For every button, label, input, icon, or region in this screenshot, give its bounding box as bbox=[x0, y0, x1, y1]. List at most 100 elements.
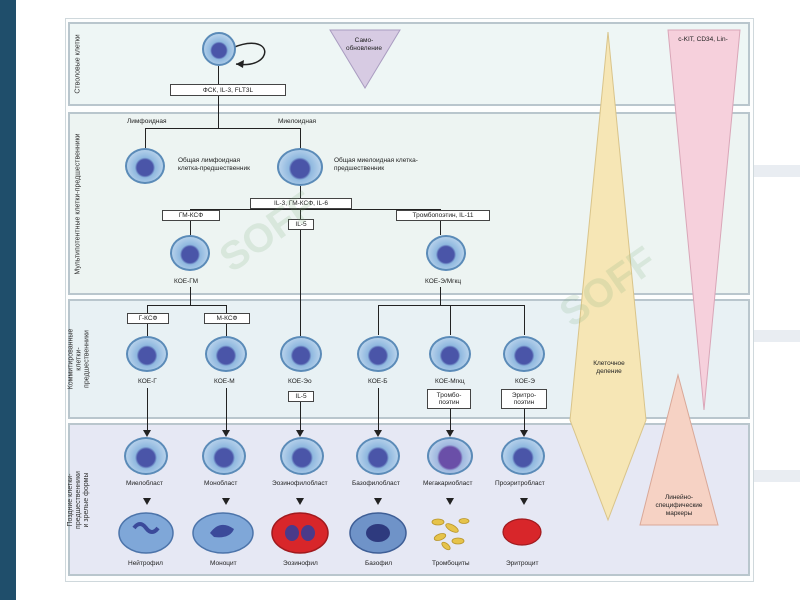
arrow bbox=[446, 498, 454, 505]
arrow bbox=[143, 430, 151, 437]
cfu-mk-cell bbox=[429, 336, 471, 372]
megakaryoblast-cell bbox=[427, 437, 473, 475]
connector bbox=[450, 305, 451, 335]
proerythroblast-cell bbox=[501, 437, 545, 475]
connector bbox=[226, 388, 227, 432]
erythrocyte-label: Эритроцит bbox=[506, 560, 539, 567]
eosinophil-cell bbox=[271, 512, 329, 554]
arrow bbox=[520, 430, 528, 437]
tpo-box: Тромбо-поэтин bbox=[427, 389, 471, 409]
cfu-e-label: КОЕ-Э bbox=[515, 378, 535, 385]
m-csf-box: М-КСФ bbox=[204, 313, 250, 324]
connector bbox=[524, 305, 525, 335]
cfu-gm-cell bbox=[170, 235, 210, 271]
cfu-gm-label: КОЕ-ГМ bbox=[174, 278, 199, 285]
cfu-g-label: КОЕ-Г bbox=[138, 378, 157, 385]
cfu-m-label: КОЕ-М bbox=[214, 378, 235, 385]
connector bbox=[440, 221, 441, 235]
il5-box-upper: IL-5 bbox=[288, 219, 314, 230]
connector bbox=[147, 324, 148, 336]
arrow bbox=[446, 430, 454, 437]
arrow bbox=[374, 430, 382, 437]
connector bbox=[145, 128, 146, 148]
cfu-e-mk-label: КОЕ-Э/Мгкц bbox=[425, 278, 462, 285]
eosinophil-label: Эозинофил bbox=[283, 560, 318, 567]
arrow bbox=[222, 430, 230, 437]
neutrophil-label: Нейтрофил bbox=[128, 560, 163, 567]
basophiloblast-label: Базофилобласт bbox=[352, 480, 400, 487]
connector bbox=[147, 388, 148, 432]
decor-stripe bbox=[740, 470, 800, 482]
arrow bbox=[374, 498, 382, 505]
band-late bbox=[68, 423, 750, 576]
common-lymphoid-cell bbox=[125, 148, 165, 184]
self-renewal-triangle bbox=[329, 29, 401, 89]
stem-cell bbox=[202, 32, 236, 66]
arrow bbox=[296, 498, 304, 505]
cfu-eo-cell bbox=[280, 336, 322, 372]
megakaryoblast-label: Мегакариобласт bbox=[423, 480, 473, 487]
connector bbox=[300, 230, 301, 336]
lineage-marker-label: Линейно-специфические маркеры bbox=[655, 494, 703, 517]
cytokine-box-top: ФСК, IL-3, FLT3L bbox=[170, 84, 286, 96]
connector bbox=[378, 305, 524, 306]
myeloblast-cell bbox=[124, 437, 168, 475]
platelets bbox=[431, 518, 470, 551]
cfu-b-cell bbox=[357, 336, 399, 372]
connector bbox=[147, 305, 227, 306]
cfu-m-cell bbox=[205, 336, 247, 372]
connector bbox=[450, 409, 451, 432]
decor-stripe bbox=[740, 165, 800, 177]
connector bbox=[378, 305, 379, 335]
connector bbox=[524, 409, 525, 432]
arrow bbox=[143, 498, 151, 505]
branch-myeloid-label: Миелоидная bbox=[278, 118, 317, 125]
slide-accent-bar bbox=[0, 0, 16, 600]
common-lymphoid-label: Общая лимфоидная клетка-предшественник bbox=[178, 157, 250, 172]
monocyte-label: Моноцит bbox=[210, 560, 237, 567]
stem-marker-label: c-KIT, CD34, Lin- bbox=[678, 36, 728, 43]
cfu-g-cell bbox=[126, 336, 168, 372]
decor-stripe bbox=[740, 330, 800, 342]
epo-box: Эритро-поэтин bbox=[501, 389, 547, 409]
cfu-e-cell bbox=[503, 336, 545, 372]
common-myeloid-cell bbox=[277, 148, 323, 186]
platelets-label: Тромбоциты bbox=[432, 560, 470, 567]
connector bbox=[300, 209, 301, 219]
connector bbox=[190, 221, 191, 235]
arrow bbox=[222, 498, 230, 505]
erythrocyte-cell bbox=[502, 518, 542, 546]
cfu-mk-label: КОЕ-Мгкц bbox=[435, 378, 465, 385]
cfu-e-mk-cell bbox=[426, 235, 466, 271]
stem-marker-triangle bbox=[667, 29, 741, 411]
connector bbox=[190, 287, 191, 305]
connector bbox=[218, 96, 219, 128]
eosinophiloblast-label: Эозинофилобласт bbox=[272, 480, 328, 487]
common-myeloid-label: Общая миелоидная клетка-предшественник bbox=[334, 157, 418, 172]
cfu-eo-label: КОЕ-Эо bbox=[288, 378, 312, 385]
monoblast-label: Монобласт bbox=[204, 480, 238, 487]
cytokine-box-mid: IL-3, ГМ-КСФ, IL-6 bbox=[250, 198, 352, 209]
connector bbox=[226, 324, 227, 336]
arrow bbox=[520, 498, 528, 505]
eosinophiloblast-cell bbox=[280, 437, 324, 475]
connector bbox=[378, 388, 379, 432]
connector bbox=[190, 209, 440, 210]
lineage-marker-triangle bbox=[639, 373, 719, 526]
self-renewal-label: Само-обновление bbox=[345, 37, 383, 52]
il5-box-lower: IL-5 bbox=[288, 391, 314, 402]
cfu-b-label: КОЕ-Б bbox=[368, 378, 388, 385]
connector bbox=[300, 128, 301, 148]
basophiloblast-cell bbox=[356, 437, 400, 475]
connector bbox=[226, 305, 227, 313]
connector bbox=[218, 66, 219, 84]
myeloblast-label: Миелобласт bbox=[126, 480, 163, 487]
connector bbox=[300, 186, 301, 198]
tpo-il11-box: Тромбопоэтин, IL-11 bbox=[396, 210, 490, 221]
arrow bbox=[296, 430, 304, 437]
proerythroblast-label: Проэритробласт bbox=[495, 480, 545, 487]
connector bbox=[300, 402, 301, 432]
connector bbox=[147, 305, 148, 313]
connector bbox=[145, 128, 301, 129]
